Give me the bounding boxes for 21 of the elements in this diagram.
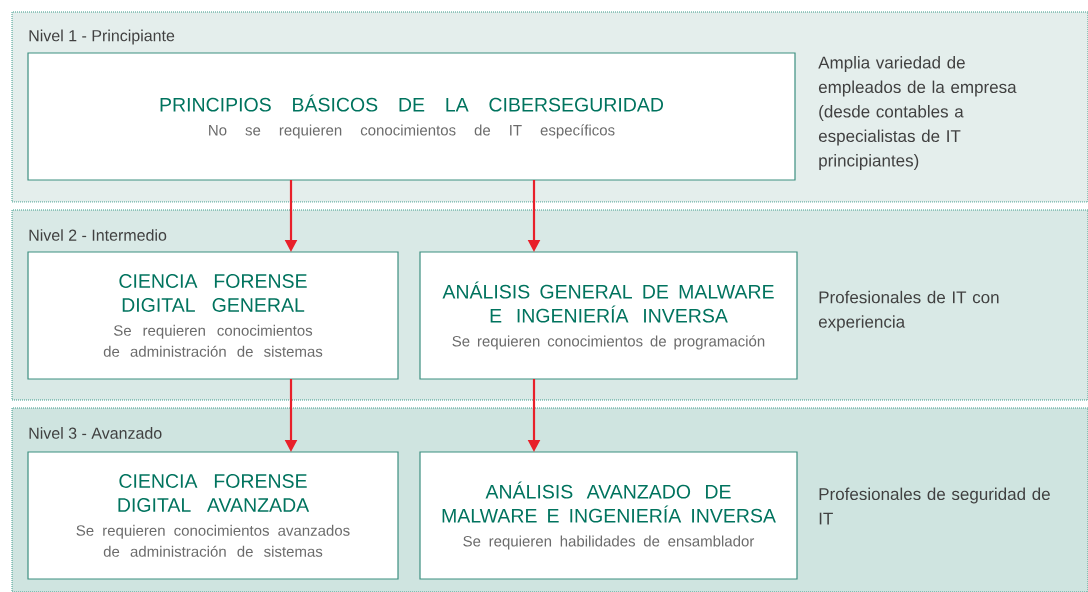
requirement-text: Se requieren conocimientos avanzados de administración de sistemas xyxy=(76,524,350,557)
level-heading: Nivel 2 - Intermedio xyxy=(29,229,167,241)
level-heading: Nivel 1 - Principiante xyxy=(29,29,175,45)
box-title: ANÁLISIS AVANZADO DE MALWARE E INGENIERÍA INVERSA xyxy=(442,481,776,523)
requirement-text: Se requieren habilidades de ensamblador xyxy=(463,535,755,550)
level-heading: Nivel 3 - Avanzado xyxy=(29,427,162,439)
course-box xyxy=(27,251,399,380)
audience-text: Profesionales de seguridad de IT xyxy=(819,487,1050,525)
course-box xyxy=(27,451,399,580)
requirement-text: Se requieren conocimientos de administración de sistemas xyxy=(103,324,323,357)
box-title: CIENCIA FORENSE DIGITAL AVANZADA xyxy=(118,474,310,512)
audience-text: Amplia variedad de empleados de la empresa (desde contables a especialistas de IT principiantes) xyxy=(818,56,1017,170)
audience-text: Profesionales de IT con experiencia xyxy=(818,290,999,332)
box-title: ANÁLISIS GENERAL DE MALWARE E INGENIERÍA INVERSA xyxy=(442,281,774,323)
box-title: CIENCIA FORENSE DIGITAL GENERAL xyxy=(119,274,307,312)
box-title: PRINCIPIOS BÁSICOS DE LA CIBERSEGURIDAD xyxy=(160,94,663,112)
requirement-text: Se requieren conocimientos de programación xyxy=(452,335,765,350)
requirement-text: No se requieren conocimientos de IT específicos xyxy=(209,124,615,139)
course-box xyxy=(419,451,798,580)
course-box xyxy=(27,52,796,181)
course-box xyxy=(419,251,798,380)
